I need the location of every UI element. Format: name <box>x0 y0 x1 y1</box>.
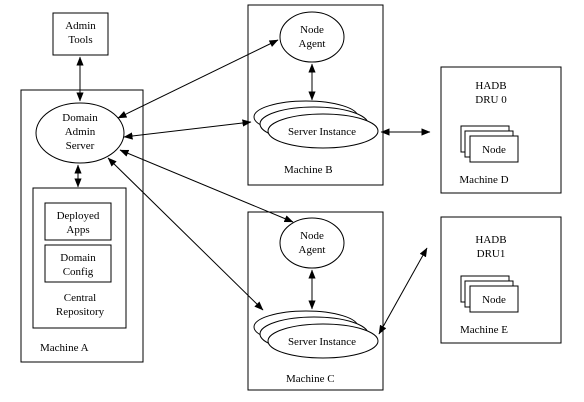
machine-e-title-line1: HADB <box>475 234 506 246</box>
machine-c-server-instance-label: Server Instance <box>288 336 356 348</box>
central-repository-label-line1: Central <box>64 292 96 304</box>
machine-b-node-agent-line1: Node <box>300 24 324 36</box>
machine-c-label: Machine C <box>286 373 335 385</box>
machine-c-node-agent-line1: Node <box>300 230 324 242</box>
domain-admin-server-line3: Server <box>66 140 95 152</box>
machine-b-label: Machine B <box>284 164 333 176</box>
admin-tools[interactable]: Admin Tools <box>52 12 109 56</box>
machine-b-server-instance-front[interactable] <box>267 113 379 149</box>
deployed-apps-line2: Apps <box>66 224 89 236</box>
machine-d-title-line2: DRU 0 <box>475 94 507 106</box>
machine-e-node-label: Node <box>482 294 506 306</box>
machine-e: HADB DRU1 Node Machine E <box>440 216 562 344</box>
arrow-das-node-agent-b <box>117 39 279 119</box>
machine-c-node-agent[interactable]: Node Agent <box>279 217 345 269</box>
machine-b-node-agent-line2: Agent <box>299 38 326 50</box>
deployed-apps-box[interactable] <box>44 202 112 241</box>
domain-config-line1: Domain <box>60 252 96 264</box>
machine-e-title-line2: DRU1 <box>477 248 506 260</box>
machine-d-node-front[interactable] <box>469 135 519 163</box>
machine-d-label: Machine D <box>459 174 508 186</box>
machine-d: HADB DRU 0 Node Machine D <box>440 66 562 194</box>
domain-admin-server-line1: Domain <box>62 112 98 124</box>
machine-c-node-agent-ellipse[interactable] <box>279 217 345 269</box>
admin-tools-label-line2: Tools <box>68 34 92 46</box>
machine-b-server-instances[interactable]: Server Instance <box>253 100 379 149</box>
machine-c-server-instances[interactable]: Server Instance <box>253 310 379 359</box>
admin-tools-label-line1: Admin <box>65 20 96 32</box>
machine-d-title-line1: HADB <box>475 80 506 92</box>
machine-e-label: Machine E <box>460 324 508 336</box>
machine-c-node-agent-line2: Agent <box>299 244 326 256</box>
domain-config-box[interactable] <box>44 244 112 283</box>
domain-admin-server[interactable]: Domain Admin Server <box>35 102 125 164</box>
machine-a-label: Machine A <box>40 342 89 354</box>
arrow-das-server-instance-b <box>123 119 252 140</box>
central-repository[interactable]: Deployed Apps Domain Config Central Repo… <box>32 187 127 329</box>
admin-tools-box[interactable] <box>52 12 109 56</box>
machine-b-node-agent-ellipse[interactable] <box>279 11 345 63</box>
arrow-server-c-machine-e <box>378 247 428 335</box>
machine-e-node-front[interactable] <box>469 285 519 313</box>
arrow-das-server-instance-c <box>107 157 264 311</box>
machine-c-server-instance-front[interactable] <box>267 323 379 359</box>
domain-admin-server-line2: Admin <box>65 126 96 138</box>
machine-d-node-label: Node <box>482 144 506 156</box>
machine-b-server-instance-label: Server Instance <box>288 126 356 138</box>
domain-config-line2: Config <box>63 266 94 278</box>
machine-b-node-agent[interactable]: Node Agent <box>279 11 345 63</box>
connectors <box>74 39 431 335</box>
deployed-apps-line1: Deployed <box>57 210 100 222</box>
central-repository-label-line2: Repository <box>56 306 105 318</box>
